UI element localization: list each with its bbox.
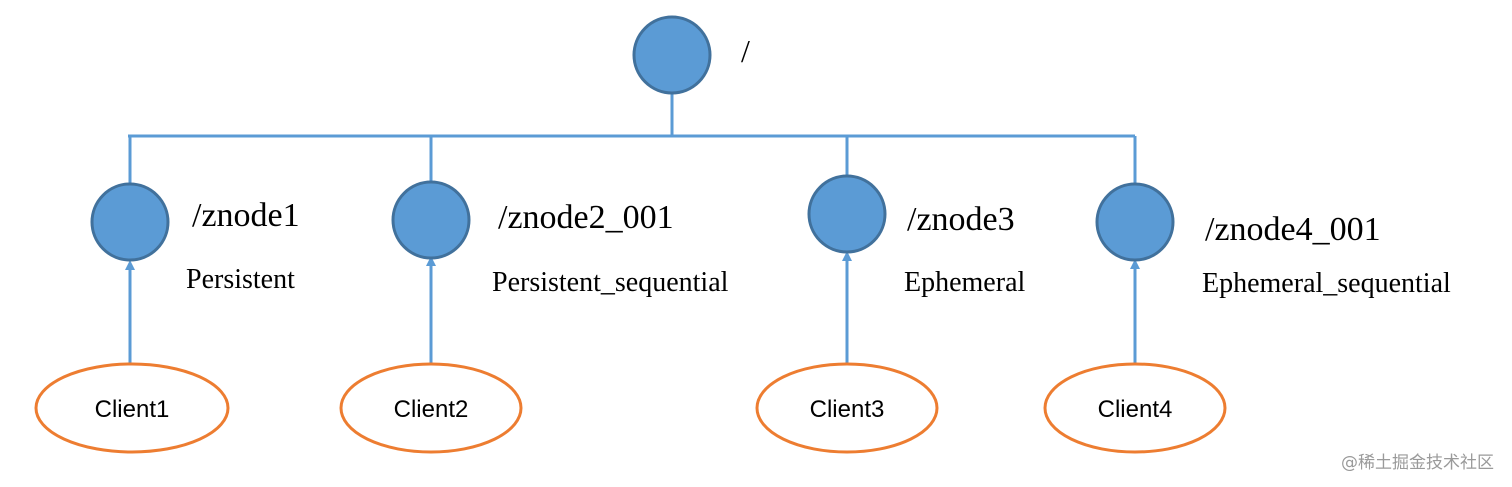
client2-ellipse bbox=[339, 362, 523, 454]
client-arrows bbox=[125, 251, 1140, 364]
client-1: Client1 bbox=[34, 362, 230, 454]
znode1-path: /znode1 bbox=[192, 197, 300, 234]
znode1-circle bbox=[90, 182, 170, 262]
znode-4: /znode4_001 Ephemeral_sequential bbox=[1095, 182, 1451, 299]
znode3-path: /znode3 bbox=[907, 201, 1015, 238]
client-2: Client2 bbox=[339, 362, 523, 454]
client1-label: Client1 bbox=[95, 396, 170, 423]
watermark-text: @稀土掘金技术社区 bbox=[1341, 453, 1494, 473]
znode2-path: /znode2_001 bbox=[498, 199, 674, 236]
znode-3: /znode3 Ephemeral bbox=[807, 174, 1025, 298]
znode1-type: Persistent bbox=[186, 264, 295, 295]
znode3-type: Ephemeral bbox=[904, 267, 1025, 298]
root-node-label: / bbox=[741, 33, 750, 69]
client2-label: Client2 bbox=[394, 396, 469, 423]
client3-ellipse bbox=[755, 362, 939, 454]
znode3-circle bbox=[807, 174, 887, 254]
client4-label: Client4 bbox=[1098, 396, 1173, 423]
znode4-path: /znode4_001 bbox=[1205, 211, 1381, 248]
tree-connectors bbox=[128, 93, 1137, 184]
root-node: / bbox=[632, 15, 750, 95]
znode2-type: Persistent_sequential bbox=[492, 267, 729, 298]
znode4-type: Ephemeral_sequential bbox=[1202, 268, 1451, 299]
znode-1: /znode1 Persistent bbox=[90, 182, 300, 295]
client-3: Client3 bbox=[755, 362, 939, 454]
znode2-circle bbox=[391, 180, 471, 260]
client4-ellipse bbox=[1043, 362, 1227, 454]
znode4-circle bbox=[1095, 182, 1175, 262]
client3-label: Client3 bbox=[810, 396, 885, 423]
znode-2: /znode2_001 Persistent_sequential bbox=[391, 180, 729, 298]
root-node-circle bbox=[632, 15, 712, 95]
client-4: Client4 bbox=[1043, 362, 1227, 454]
client1-ellipse bbox=[34, 362, 230, 454]
